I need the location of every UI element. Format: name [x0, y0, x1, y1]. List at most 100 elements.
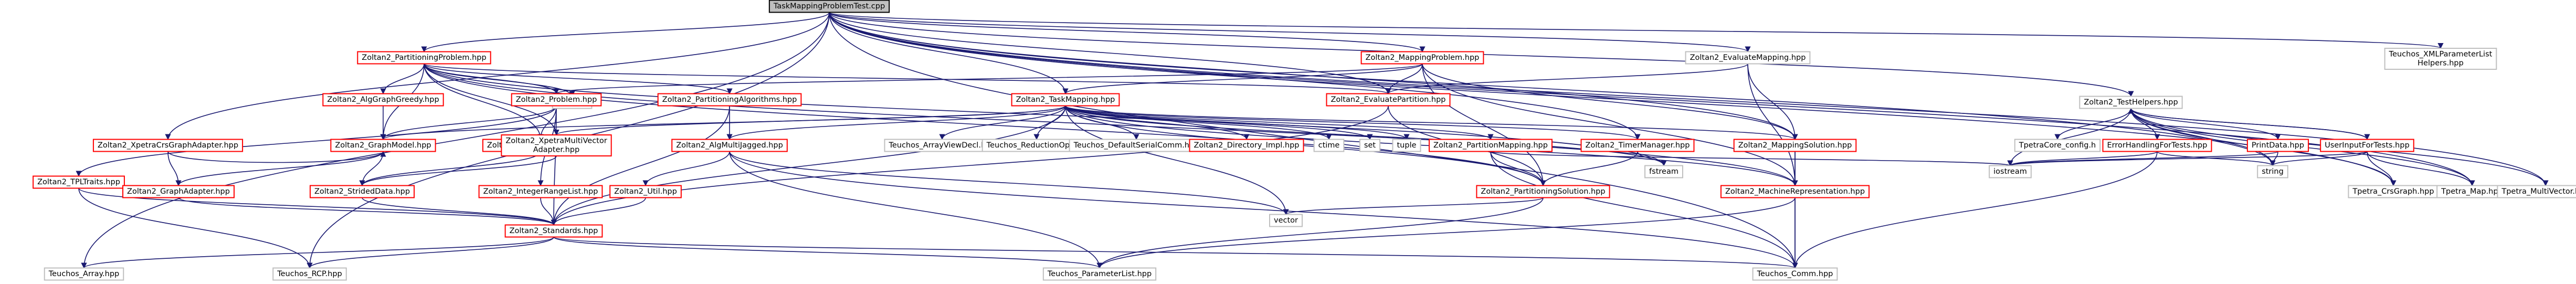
node-label: Tpetra_CrsGraph.hpp [2352, 187, 2434, 196]
edge [553, 236, 1103, 269]
edge-root-to-tarr [81, 12, 830, 269]
node-em[interactable]: Zoltan2_EvaluateMapping.hpp [1685, 51, 1811, 65]
node-tcc[interactable]: TpetraCore_config.h [2014, 139, 2101, 152]
node-box [1392, 139, 1421, 152]
node-tuple[interactable]: tuple [1392, 139, 1421, 152]
node-tmgr[interactable]: Zoltan2_TimerManager.hpp [1580, 139, 1695, 152]
node-box [330, 139, 436, 152]
node-string[interactable]: string [2257, 165, 2288, 178]
node-label: Adapter.hpp [533, 146, 579, 154]
node-ms[interactable]: Zoltan2_MappingSolution.hpp [1733, 139, 1857, 152]
node-mr[interactable]: Zoltan2_MachineRepresentation.hpp [1720, 185, 1870, 198]
edge-root-to-tm [829, 12, 1069, 94]
edge-std-to-trcp [307, 237, 554, 269]
node-eh[interactable]: ErrorHandlingForTests.hpp [2102, 139, 2212, 152]
edge-pm-to-tcomm [1490, 151, 1798, 269]
edge-root-to-em [829, 12, 1751, 52]
node-prob[interactable]: Zoltan2_Problem.hpp [511, 93, 602, 107]
edge-uift-to-th [2128, 108, 2368, 140]
edge-root-to-tmv [829, 12, 2549, 186]
node-label: Zoltan2_TestHelpers.hpp [2084, 98, 2178, 107]
node-ps[interactable]: Zoltan2_PartitioningSolution.hpp [1476, 185, 1610, 198]
node-ctime[interactable]: ctime [1313, 139, 1345, 152]
node-label: set [1364, 141, 1376, 150]
node-tmv[interactable]: Tpetra_MultiVector.hpp [2497, 185, 2576, 198]
node-ga[interactable]: Zoltan2_GraphAdapter.hpp [122, 185, 235, 198]
node-tcg[interactable]: Tpetra_CrsGraph.hpp [2348, 185, 2439, 198]
edge-amj-to-tcomm [729, 151, 1798, 269]
node-util[interactable]: Zoltan2_Util.hpp [609, 185, 682, 198]
edge-amj-to-vector [729, 151, 1289, 215]
node-std[interactable]: Zoltan2_Standards.hpp [504, 224, 603, 238]
node-label: Teuchos_ParameterList.hpp [1047, 270, 1152, 278]
node-vector[interactable]: vector [1269, 214, 1303, 227]
edge-th-to-tcc [2054, 108, 2131, 140]
node-tarr[interactable]: Teuchos_Array.hpp [44, 267, 124, 281]
node-box [1269, 214, 1303, 227]
node-tdsc[interactable]: Teuchos_DefaultSerialComm.hpp [1069, 139, 1204, 152]
edge-root-to-pp [421, 12, 830, 52]
node-fstream[interactable]: fstream [1644, 165, 1683, 178]
node-tmap[interactable]: Tpetra_Map.hpp [2436, 185, 2508, 198]
edge-em-to-mr [1747, 64, 1798, 186]
edge [2007, 151, 2368, 166]
node-label: Zoltan2_Problem.hpp [516, 96, 597, 104]
node-th[interactable]: Zoltan2_TestHelpers.hpp [2079, 96, 2183, 109]
node-label: TpetraCore_config.h [2019, 141, 2096, 150]
node-sd[interactable]: Zoltan2_StridedData.hpp [309, 185, 415, 198]
node-label: TaskMappingProblemTest.cpp [773, 2, 885, 10]
node-gm[interactable]: Zoltan2_GraphModel.hpp [330, 139, 436, 152]
node-box [1720, 185, 1870, 198]
edge [829, 12, 1751, 52]
edge [553, 63, 1423, 94]
edge-pp-to-xmv [424, 64, 559, 136]
node-irl[interactable]: Zoltan2_IntegerRangeList.hpp [478, 185, 603, 198]
edge [2128, 108, 2368, 140]
edge-amj-to-tpl2 [729, 151, 1103, 269]
node-label: Zoltan2_StridedData.hpp [314, 187, 410, 196]
node-uift[interactable]: UserInputForTests.hpp [2320, 139, 2414, 152]
node-tcomm[interactable]: Teuchos_Comm.hpp [1752, 267, 1838, 281]
node-pa[interactable]: Zoltan2_PartitioningAlgorithms.hpp [657, 93, 802, 107]
node-pm[interactable]: Zoltan2_PartitionMapping.hpp [1429, 139, 1553, 152]
edge-prob-to-gm [380, 106, 557, 140]
edge [359, 151, 541, 186]
node-tpl[interactable]: Zoltan2_TPLTraits.hpp [33, 175, 125, 189]
edge-uift-to-tmap [2367, 151, 2475, 186]
edge [2157, 151, 2276, 166]
edge-mp-to-mr [1422, 64, 1798, 186]
node-pp[interactable]: Zoltan2_PartitioningProblem.hpp [357, 51, 491, 65]
edge [1540, 151, 1638, 186]
edge [424, 64, 559, 136]
node-tm[interactable]: Zoltan2_TaskMapping.hpp [1011, 93, 1120, 107]
node-iostream[interactable]: iostream [1989, 165, 2032, 178]
edge-tm-to-fstream [1065, 106, 1667, 166]
node-box [1644, 165, 1683, 178]
edge [829, 12, 1641, 140]
edge [1065, 105, 1641, 140]
edge [1385, 63, 1748, 94]
node-ag[interactable]: Zoltan2_AlgGraphGreedy.hpp [322, 93, 444, 107]
node-box [2079, 96, 2183, 109]
node-dir[interactable]: Zoltan2_Directory_Impl.hpp [1189, 139, 1304, 152]
node-root[interactable]: TaskMappingProblemTest.cpp [768, 0, 890, 13]
node-mp[interactable]: Zoltan2_MappingProblem.hpp [1360, 51, 1484, 65]
node-trop[interactable]: Teuchos_ReductionOp.hpp [981, 139, 1092, 152]
node-pd[interactable]: PrintData.hpp [2246, 139, 2309, 152]
node-tpl2[interactable]: Teuchos_ParameterList.hpp [1042, 267, 1157, 281]
edge-mp-to-prob [553, 63, 1423, 94]
edge [424, 63, 1391, 94]
node-amj[interactable]: Zoltan2_AlgMultiJagged.hpp [671, 139, 788, 152]
node-trcp[interactable]: Teuchos_RCP.hpp [272, 267, 347, 281]
node-label: Zoltan2_IntegerRangeList.hpp [483, 187, 598, 196]
edge [1062, 63, 1423, 94]
node-xcg[interactable]: Zoltan2_XpetraCrsGraphAdapter.hpp [92, 139, 244, 152]
edge-tm-to-ms [1065, 105, 1798, 140]
node-box [511, 93, 602, 107]
node-ep[interactable]: Zoltan2_EvaluatePartition.hpp [1326, 93, 1451, 107]
edge-pp-to-ag [380, 64, 425, 94]
node-set[interactable]: set [1359, 139, 1381, 152]
edge-xcg-to-gm [167, 151, 386, 163]
